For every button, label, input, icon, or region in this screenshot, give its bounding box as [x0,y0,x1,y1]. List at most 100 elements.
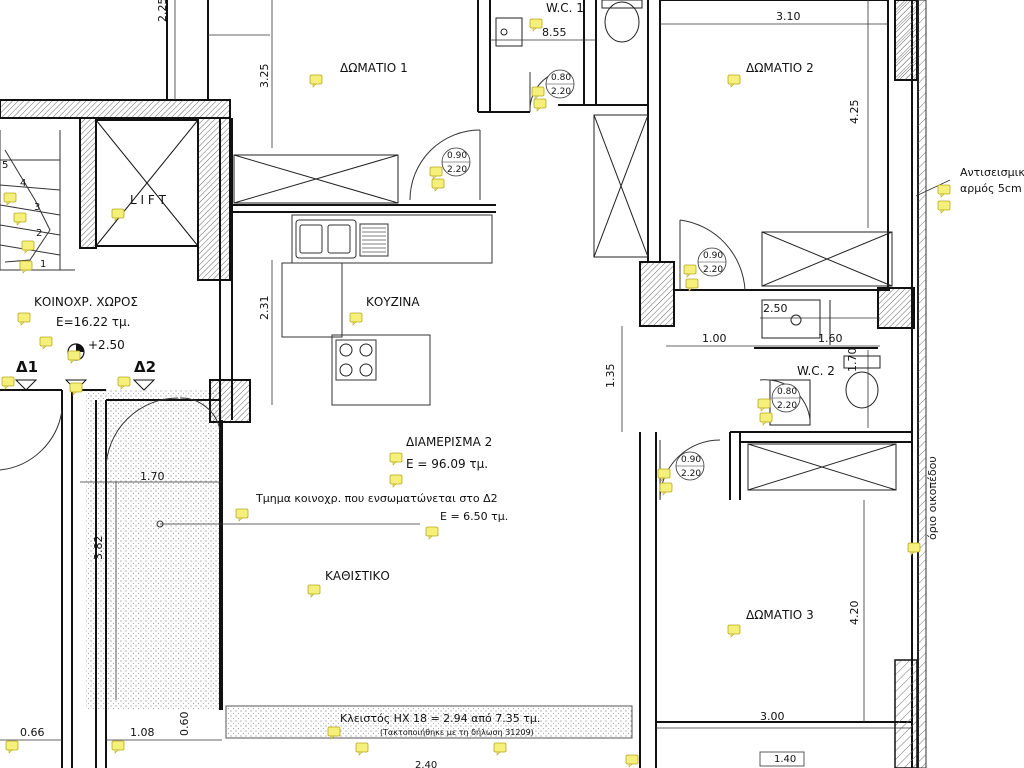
stair-step-2: 2 [36,228,42,239]
dim-140-box [759,751,805,767]
comment-note-icon[interactable] [625,754,639,768]
dim-108: 1.08 [130,726,155,739]
leader-lines [160,179,951,525]
comment-note-icon[interactable] [389,452,403,466]
comment-note-icon[interactable] [39,336,53,350]
comment-note-icon[interactable] [533,98,547,112]
comment-note-icon[interactable] [757,398,771,412]
wc-fixtures [495,0,881,426]
lift-shaft [95,119,199,247]
comment-note-icon[interactable] [13,212,27,226]
closed-area-text: Κλειστός ΗΧ 18 = 2.94 από 7.35 τμ. [340,712,540,725]
comment-note-icon[interactable] [19,260,33,274]
door-tag: 0.80 2.20 [771,383,801,413]
dim-310: 3.10 [776,10,801,23]
dim-225: 2.25 [156,0,169,22]
comment-markers [1,18,951,768]
common-area-label: ΚΟΙΝΟΧΡ. ΧΩΡΟΣ [34,295,138,309]
comment-note-icon[interactable] [389,474,403,488]
comment-note-icon[interactable] [1,376,15,390]
comment-note-icon[interactable] [425,526,439,540]
svg-text:2.20: 2.20 [703,265,723,275]
comment-note-icon[interactable] [657,468,671,482]
dim-170h: 1.70 [140,470,165,483]
comment-note-icon[interactable] [429,166,443,180]
dim-231: 2.31 [258,296,271,321]
kitchen-counter [281,214,493,406]
boundary-corner-bottom [894,659,918,768]
incorporated-area: E = 6.50 τμ. [440,510,508,523]
svg-text:0.90: 0.90 [681,455,701,465]
comment-note-icon[interactable] [327,726,341,740]
dimension-lines [0,0,912,741]
comment-note-icon[interactable] [307,584,321,598]
svg-text:2.20: 2.20 [681,469,701,479]
comment-note-icon[interactable] [235,508,249,522]
svg-text:0.90: 0.90 [703,251,723,261]
svg-text:2.20: 2.20 [551,87,571,97]
dim-135: 1.35 [604,364,617,389]
dim-140: 1.40 [774,754,796,765]
leader-dot [156,520,164,528]
dim-160: 1.60 [818,332,843,345]
stair-step-5: 5 [2,160,8,171]
apartment-area: E = 96.09 τμ. [406,457,488,471]
entry-arrows [14,379,156,391]
dim-066: 0.66 [20,726,45,739]
kitchen-drainboard [362,227,386,253]
comment-note-icon[interactable] [493,742,507,756]
seismic-note-2: αρμός 5cm [960,182,1022,195]
comment-note-icon[interactable] [937,184,951,198]
comment-note-icon[interactable] [111,740,125,754]
dim-382: 3.82 [92,536,105,561]
comment-note-icon[interactable] [907,542,921,556]
living-label: ΚΑΘΙΣΤΙΚΟ [325,569,390,583]
common-area-area: E=16.22 τμ. [56,315,130,329]
comment-note-icon[interactable] [531,86,545,100]
comment-note-icon[interactable] [67,350,81,364]
comment-note-icon[interactable] [355,742,369,756]
dim-300: 3.00 [760,710,785,723]
dim-855: 8.55 [542,26,567,39]
room2-label: ΔΩΜΑΤΙΟ 2 [746,61,814,75]
room3-label: ΔΩΜΑΤΙΟ 3 [746,608,814,622]
dim-250: 2.50 [763,302,788,315]
room1-label: ΔΩΜΑΤΙΟ 1 [340,61,408,75]
stair-step-1: 1 [40,259,46,270]
comment-note-icon[interactable] [117,376,131,390]
svg-text:2.20: 2.20 [447,165,467,175]
comment-note-icon[interactable] [111,208,125,222]
dim-420: 4.20 [848,601,861,626]
dim-100: 1.00 [702,332,727,345]
door-tag: 0.80 2.20 [545,69,575,99]
comment-note-icon[interactable] [3,192,17,206]
door-tag: 0.90 2.20 [441,147,471,177]
closed-area-subtext: (Τακτοποιήθηκε με τη δήλωση 31209) [380,728,534,737]
comment-note-icon[interactable] [17,312,31,326]
svg-text:0.80: 0.80 [777,387,797,397]
comment-note-icon[interactable] [727,624,741,638]
comment-note-icon[interactable] [309,74,323,88]
stair-step-4: 4 [20,178,26,189]
comment-note-icon[interactable] [69,382,83,396]
comment-note-icon[interactable] [759,412,773,426]
comment-note-icon[interactable] [21,240,35,254]
comment-note-icon[interactable] [659,482,673,496]
elevation-label: +2.50 [88,338,125,352]
comment-note-icon[interactable] [727,74,741,88]
comment-note-icon[interactable] [683,264,697,278]
comment-note-icon[interactable] [529,18,543,32]
comment-note-icon[interactable] [937,200,951,214]
dim-240: 2.40 [415,760,437,768]
comment-note-icon[interactable] [349,312,363,326]
comment-note-icon[interactable] [685,278,699,292]
svg-text:2.20: 2.20 [777,401,797,411]
comment-note-icon[interactable] [431,178,445,192]
apartment-name: ΔΙΑΜΕΡΙΣΜΑ 2 [406,435,492,449]
comment-note-icon[interactable] [5,740,19,754]
door-tag: 0.90 2.20 [675,451,705,481]
incorporated-common-area [86,390,633,739]
lift-label: L I F T [130,193,167,207]
dim-170v: 1.70 [846,348,859,373]
wc1-label: W.C. 1 [546,1,584,15]
